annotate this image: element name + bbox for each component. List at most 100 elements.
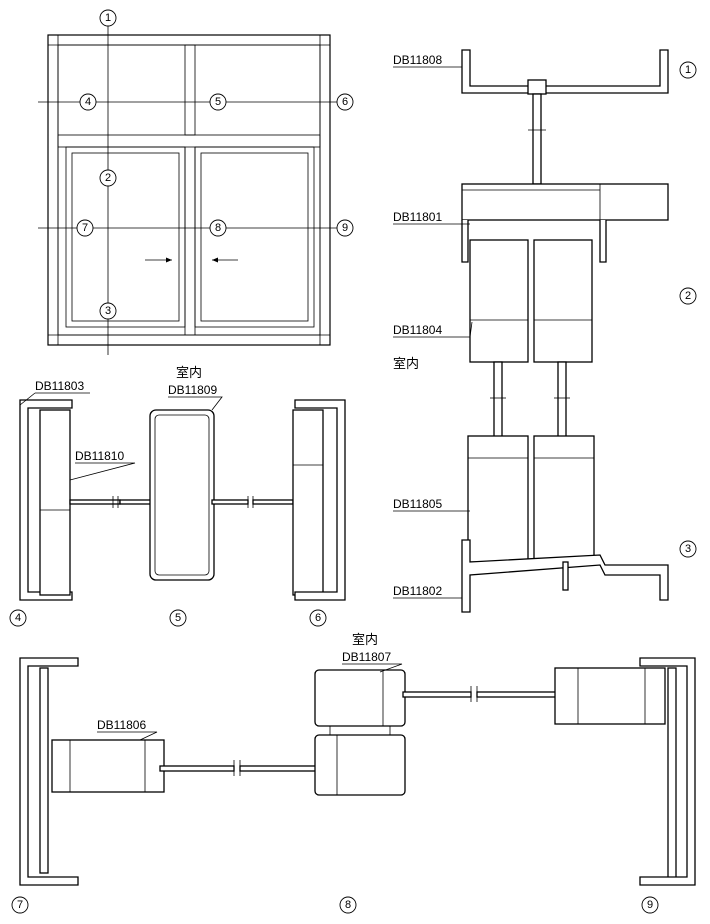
profile-outline	[184, 44, 196, 136]
svg-text:7: 7	[82, 222, 88, 234]
section-marker-2-detail: 2	[679, 287, 697, 305]
svg-text:6: 6	[342, 96, 348, 108]
section-marker-4-detail: 4	[9, 609, 27, 627]
section-4-5-6	[19, 399, 346, 601]
profile-outline	[476, 691, 558, 698]
section-marker-9-detail: 9	[641, 896, 659, 914]
marker-circle	[679, 61, 697, 79]
marker-circle	[9, 609, 27, 627]
profile-outline	[159, 765, 235, 772]
section-marker-5: 5	[209, 93, 227, 111]
profile-outline	[599, 220, 607, 263]
section-marker-3-detail: 3	[679, 540, 697, 558]
profile-outline	[467, 435, 529, 563]
section-marker-5-detail: 5	[169, 609, 187, 627]
section-marker-9: 9	[336, 219, 354, 237]
svg-text:1: 1	[105, 12, 111, 24]
profile-outline	[65, 146, 186, 328]
svg-text:9: 9	[342, 222, 348, 234]
label-db11807: DB11807	[342, 650, 391, 664]
section-marker-1-detail: 1	[679, 61, 697, 79]
svg-text:6: 6	[315, 612, 321, 624]
marker-circle	[99, 302, 117, 320]
label-db11802: DB11802	[393, 584, 442, 598]
profile-outline	[51, 739, 165, 793]
svg-text:8: 8	[215, 222, 221, 234]
profile-outline	[461, 183, 669, 221]
profile-outline	[329, 725, 391, 736]
svg-text:1: 1	[685, 64, 691, 76]
profile-outline	[194, 146, 315, 328]
label-db11806: DB11806	[97, 718, 146, 732]
label-db11804: DB11804	[393, 323, 442, 337]
window-elevation	[38, 26, 340, 355]
profile-outline	[47, 34, 331, 346]
section-marker-3: 3	[99, 302, 117, 320]
marker-circle	[641, 896, 659, 914]
section-marker-7: 7	[76, 219, 94, 237]
profile-outline	[119, 499, 153, 505]
section-marker-8: 8	[209, 219, 227, 237]
svg-text:3: 3	[105, 305, 111, 317]
marker-circle	[99, 9, 117, 27]
label-db11810: DB11810	[75, 449, 124, 463]
profile-outline	[461, 49, 669, 94]
profile-outline	[314, 734, 406, 796]
marker-circle	[209, 219, 227, 237]
profile-outline	[292, 409, 324, 596]
indoor-label-mid: 室内	[176, 365, 202, 381]
svg-text:8: 8	[345, 899, 351, 911]
profile-outline	[667, 667, 677, 879]
profile-outline	[19, 657, 79, 886]
marker-circle	[209, 93, 227, 111]
profile-outline	[57, 134, 321, 148]
section-marker-1: 1	[99, 9, 117, 27]
section-marker-6-detail: 6	[309, 609, 327, 627]
section-marker-2: 2	[99, 169, 117, 187]
marker-circle	[336, 219, 354, 237]
label-db11801: DB11801	[393, 210, 442, 224]
profile-outline	[639, 657, 696, 886]
profile-outline	[527, 79, 547, 95]
label-db11805: DB11805	[393, 497, 442, 511]
marker-circle	[339, 896, 357, 914]
indoor-label-bottom: 室内	[352, 632, 378, 648]
section-marker-4: 4	[79, 93, 97, 111]
svg-text:3: 3	[685, 543, 691, 555]
section-7-8-9	[19, 657, 696, 886]
marker-circle	[336, 93, 354, 111]
profile-outline	[97, 731, 158, 741]
svg-text:2: 2	[105, 172, 111, 184]
profile-outline	[39, 667, 49, 874]
profile-outline	[461, 220, 469, 263]
profile-outline	[39, 409, 71, 596]
svg-text:2: 2	[685, 290, 691, 302]
profile-outline	[168, 396, 223, 411]
indoor-label-vertical: 室内	[393, 356, 419, 372]
marker-circle	[679, 287, 697, 305]
profile-outline	[554, 667, 666, 725]
profile-outline	[57, 44, 321, 336]
section-marker-7-detail: 7	[11, 896, 29, 914]
label-db11803: DB11803	[35, 379, 84, 393]
profile-outline	[562, 561, 569, 591]
profile-outline	[461, 539, 669, 613]
profile-outline	[71, 152, 180, 322]
vertical-section	[461, 49, 669, 613]
profile-outline	[469, 239, 529, 363]
profile-outline	[69, 462, 136, 481]
profile-outline	[69, 499, 121, 505]
profile-outline	[402, 691, 472, 698]
marker-circle	[309, 609, 327, 627]
arrow-left-icon	[212, 257, 218, 263]
profile-outline	[200, 152, 309, 322]
marker-circle	[169, 609, 187, 627]
profile-outline	[252, 499, 294, 505]
marker-circle	[76, 219, 94, 237]
profile-outline	[393, 321, 473, 338]
profile-outline	[314, 669, 406, 727]
profile-outline	[532, 93, 542, 185]
marker-circle	[11, 896, 29, 914]
profile-outline	[533, 239, 593, 363]
